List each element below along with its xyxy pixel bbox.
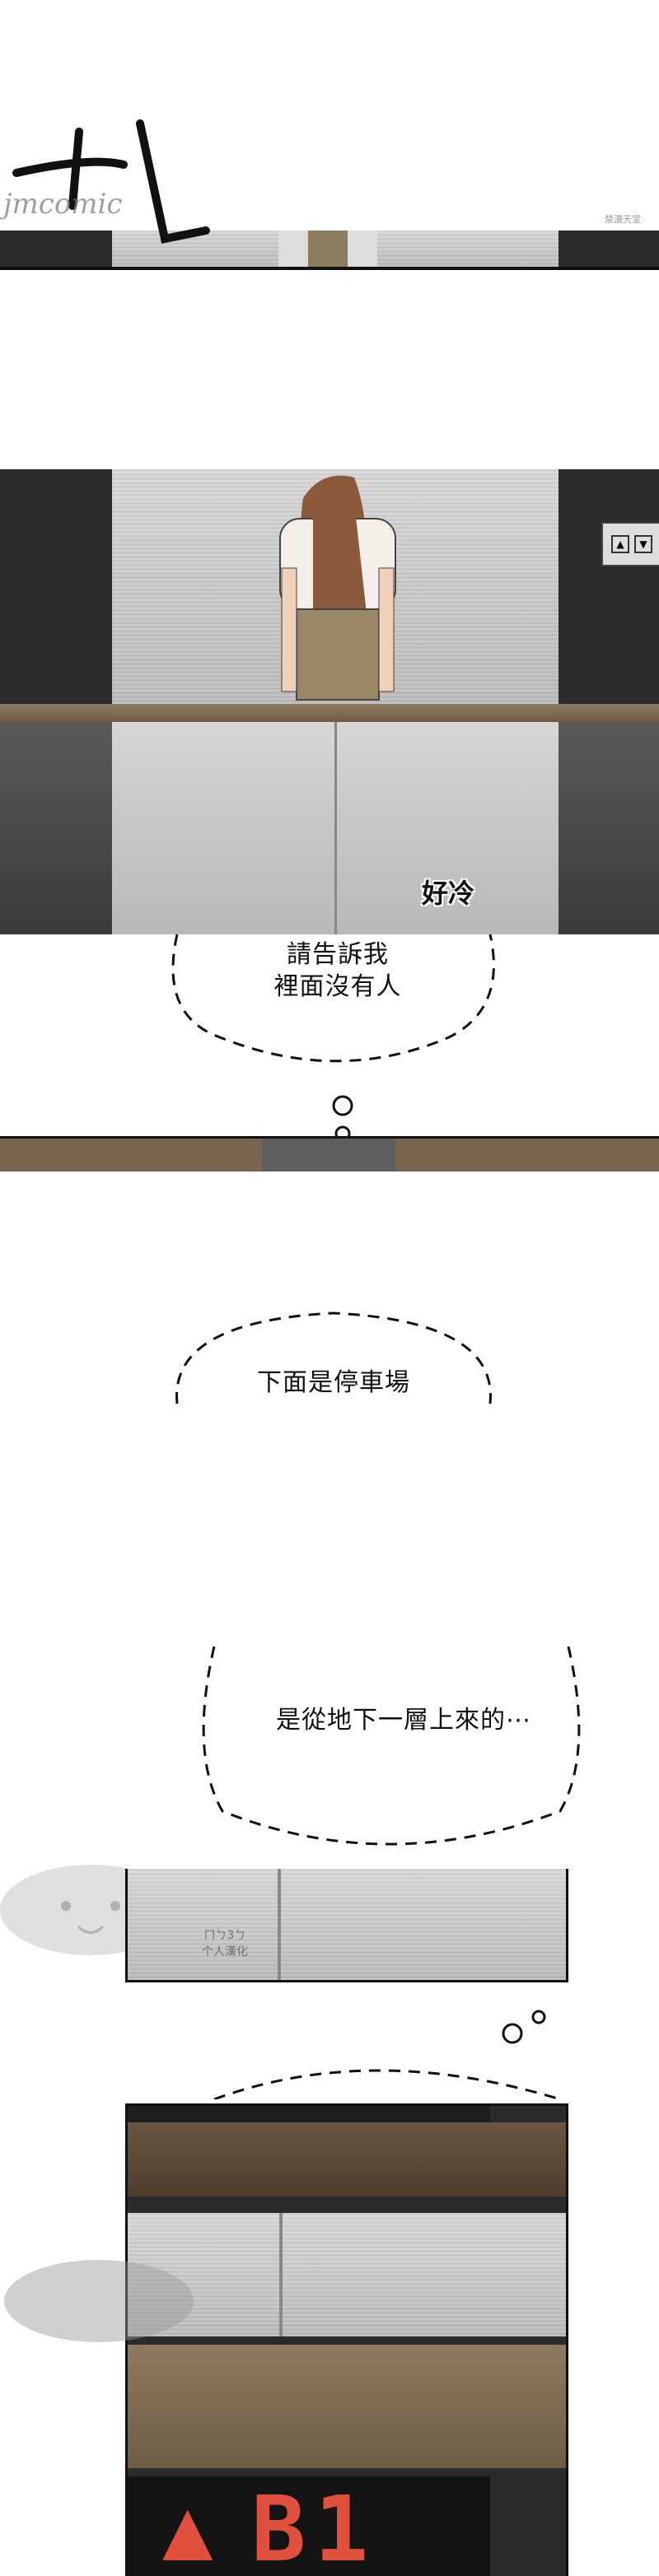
site-watermark: jmcomic: [3, 188, 123, 221]
down-button-icon: ▼: [634, 535, 652, 553]
elevator-strip-panel: [125, 1869, 568, 1982]
strip-center: [262, 1139, 395, 1172]
elevator-strip-interior: [128, 1869, 566, 1980]
stamp-line-1: ㄇㄅ3ㄅ: [203, 1929, 246, 1942]
door-upper: [128, 2213, 566, 2336]
top-panel-wall-left: [0, 231, 112, 267]
top-panel-wall-right: [559, 231, 659, 267]
stamp-line-2: 个人漢化: [202, 1945, 248, 1959]
elevator-strip-seam: [278, 1869, 281, 1980]
thought-dots-2: [502, 2010, 546, 2044]
up-arrow-icon: ▲: [162, 2491, 213, 2568]
speech-bubble-3: [202, 1646, 581, 1846]
elevator-door-left: [112, 722, 337, 934]
top-panel: [0, 231, 659, 272]
credit-watermark: 禁漫天堂: [605, 214, 641, 225]
wood-strip-panel: [0, 1136, 659, 1172]
elevator-call-panel: ▲ ▼: [601, 522, 659, 566]
top-panel-legs: [278, 231, 377, 267]
elevator-panel: ▲ ▼ 好冷: [0, 469, 659, 934]
mascot-watermark-2: [4, 2260, 194, 2342]
door-seam: [279, 2213, 283, 2336]
elevator-handrail: [0, 704, 659, 722]
elevator-door-right: [337, 722, 559, 934]
ink-strokes: [12, 119, 210, 244]
top-panel-border: [0, 267, 659, 270]
sfx-cold: 好冷: [422, 878, 475, 909]
speech-text-3: 是從地下一層上來的⋯: [276, 1706, 531, 1735]
floor-indicator: ▲ B1: [128, 2476, 490, 2576]
speech-text-2: 下面是停車場: [257, 1368, 410, 1397]
ceiling-bar: [128, 2106, 490, 2122]
floor-display-panel: ▲ B1: [125, 2103, 568, 2576]
lower-wood: [128, 2345, 566, 2468]
speech-bubble-2: [175, 1311, 492, 1404]
bubble-edge-bottom: [213, 2069, 561, 2099]
thought-dots: [332, 1095, 353, 1142]
translation-stamp: ㄇㄅ3ㄅ 个人漢化: [171, 1926, 278, 1968]
woman-figure: [279, 475, 396, 701]
up-button-icon: ▲: [611, 535, 629, 553]
floor-number: B1: [251, 2476, 377, 2576]
thought-text-1: 請告訴我 裡面沒有人: [273, 940, 402, 1001]
thought-bubble-1: [171, 934, 495, 1063]
ceiling-wood: [128, 2122, 566, 2196]
